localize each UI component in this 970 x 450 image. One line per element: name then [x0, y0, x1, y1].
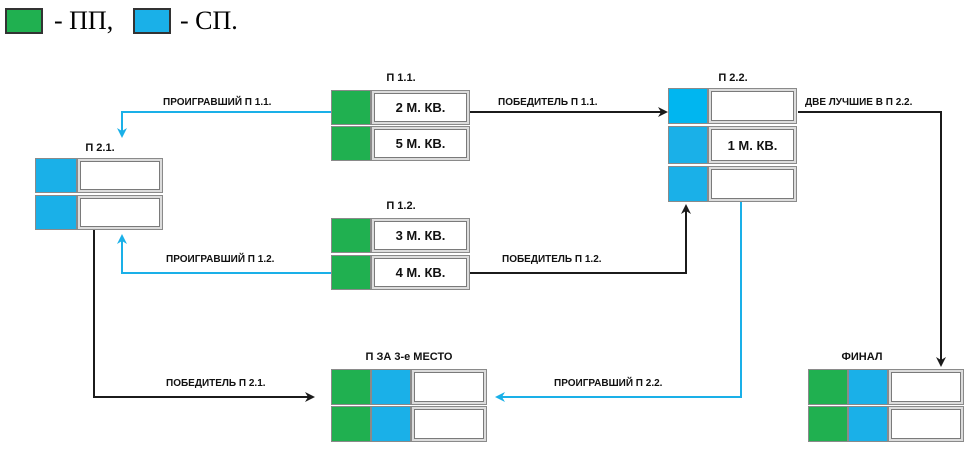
- edge-label-loser-11: ПРОИГРАВШИЙ П 1.1.: [163, 97, 272, 108]
- block-p21-title: П 2.1.: [85, 142, 115, 154]
- legend-pp-label: - ПП,: [54, 6, 114, 35]
- final-row-2-sp: [848, 406, 888, 442]
- p11-row-2: 5 М. КВ.: [371, 126, 470, 161]
- final-row-2-pp: [808, 406, 848, 442]
- p12-row-2-label: 4 М. КВ.: [374, 258, 467, 287]
- edge-loser-11: [117, 111, 331, 138]
- third-row-1: [411, 369, 487, 405]
- edge-label-loser-12: ПРОИГРАВШИЙ П 1.2.: [166, 254, 275, 265]
- edge-label-winner-21: ПОБЕДИТЕЛЬ П 2.1.: [166, 378, 266, 389]
- third-row-1-pp: [331, 369, 371, 405]
- edge-loser-22: [495, 202, 742, 402]
- block-p12-title: П 1.2.: [386, 200, 416, 212]
- legend-pp-swatch: [5, 8, 43, 34]
- edge-winner-21: [93, 230, 315, 402]
- final-row-2: [888, 406, 964, 442]
- p21-row-1-label: [80, 161, 160, 190]
- edge-label-winner-11: ПОБЕДИТЕЛЬ П 1.1.: [498, 97, 598, 108]
- edge-label-loser-22: ПРОИГРАВШИЙ П 2.2.: [554, 378, 663, 389]
- third-row-2-label: [414, 409, 484, 439]
- p12-row-1: 3 М. КВ.: [371, 218, 470, 253]
- p21-row-2: [77, 195, 163, 230]
- p21-row-2-label: [80, 198, 160, 227]
- final-row-1-sp: [848, 369, 888, 405]
- p11-row-2-color: [331, 126, 371, 161]
- final-row-1: [888, 369, 964, 405]
- edge-winner-12: [470, 204, 691, 274]
- block-third-title: П ЗА 3-е МЕСТО: [365, 351, 453, 363]
- third-row-2-sp: [371, 406, 411, 442]
- legend-sp-swatch: [133, 8, 171, 34]
- edge-two-best: [798, 111, 946, 367]
- p11-row-1: 2 М. КВ.: [371, 90, 470, 125]
- p22-row-1-label: [711, 91, 794, 121]
- p11-row-1-color: [331, 90, 371, 125]
- p12-row-1-label: 3 М. КВ.: [374, 221, 467, 250]
- edge-label-two-best: ДВЕ ЛУЧШИЕ В П 2.2.: [805, 97, 913, 108]
- third-row-2-pp: [331, 406, 371, 442]
- p22-row-3-color: [668, 166, 708, 202]
- block-final-title: ФИНАЛ: [841, 351, 883, 363]
- p22-row-3: [708, 166, 797, 202]
- p22-row-2-label: 1 М. КВ.: [711, 129, 794, 161]
- p21-row-2-color: [35, 195, 77, 230]
- edge-loser-12: [117, 234, 331, 274]
- third-row-1-sp: [371, 369, 411, 405]
- final-row-1-pp: [808, 369, 848, 405]
- third-row-2: [411, 406, 487, 442]
- final-row-1-label: [891, 372, 961, 402]
- p21-row-1: [77, 158, 163, 193]
- p12-row-2: 4 М. КВ.: [371, 255, 470, 290]
- p11-row-1-label: 2 М. КВ.: [374, 93, 467, 122]
- third-row-1-label: [414, 372, 484, 402]
- final-row-2-label: [891, 409, 961, 439]
- block-p11-title: П 1.1.: [386, 72, 416, 84]
- p22-row-3-label: [711, 169, 794, 199]
- p12-row-1-color: [331, 218, 371, 253]
- legend-sp-label: - СП.: [180, 6, 238, 35]
- edge-label-winner-12: ПОБЕДИТЕЛЬ П 1.2.: [502, 254, 602, 265]
- p22-row-2-color: [668, 126, 708, 164]
- block-p22-title: П 2.2.: [718, 72, 748, 84]
- p22-row-2: 1 М. КВ.: [708, 126, 797, 164]
- p21-row-1-color: [35, 158, 77, 193]
- p22-row-1-color: [668, 88, 708, 124]
- p11-row-2-label: 5 М. КВ.: [374, 129, 467, 158]
- p22-row-1: [708, 88, 797, 124]
- p12-row-2-color: [331, 255, 371, 290]
